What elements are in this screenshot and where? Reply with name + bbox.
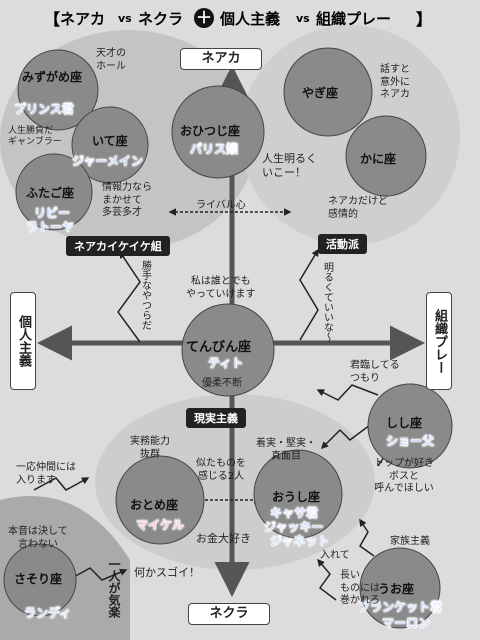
leo-circle (367, 383, 453, 469)
sagittarius-note: 人生勝負だ ギャンブラー (8, 126, 62, 148)
gemini-circle (15, 153, 93, 231)
title-vs-1: vs (118, 12, 132, 25)
libra-name: てんびん座 (186, 340, 252, 355)
capricorn-person: プリンス君 (14, 102, 74, 116)
relation-nanika: 何かスゴイ！ (134, 566, 200, 579)
virgo-name: おとめ座 (130, 498, 179, 512)
libra-person: ティト (208, 356, 244, 370)
group-banner-center: 現実主義 (186, 408, 246, 428)
scorpio-note: 本音は決して 言わない (8, 526, 68, 550)
axis-label-right: 組織プレー (426, 292, 452, 390)
scorpio-name: さそり座 (14, 572, 63, 586)
virgo-circle (115, 455, 205, 545)
axis-label-left: 個人主義 (10, 292, 36, 390)
aries-note: 人生明るく いこー！ (262, 152, 317, 179)
group-banner-top-right: 活動派 (318, 234, 367, 254)
libra-note-bottom: 優柔不断 (202, 378, 242, 389)
taurus2-circle (253, 449, 343, 539)
scorpio-person: ランディ (24, 606, 72, 620)
gemini-person-1: リビー (34, 206, 71, 220)
gemini-name: ふたご座 (26, 186, 75, 200)
title-bracket-left: 【 (44, 10, 61, 29)
leo-name: しし座 (386, 416, 423, 430)
libra-circle (181, 303, 275, 397)
title-bar: 【 ネアカ vs ネクラ ＋ 個人主義 vs 組織プレー 】 (44, 6, 444, 30)
relation-nagai: 長い ものには 巻かれろ (340, 570, 380, 606)
leo-note-bottom: トップが好き ボスと 呼んでほしい (374, 458, 434, 494)
relation-similar: 似たものを 感じる2人 (196, 458, 246, 482)
sagittarius-circle (71, 106, 149, 184)
axis-label-top: ネアカ (180, 48, 262, 70)
leo-to-libra-arrow (316, 384, 379, 401)
title-bracket-right: 】 (416, 10, 433, 29)
relation-akarui: 明るくていいな〜 (321, 262, 333, 342)
capricorn-note: 天才の ホール (96, 48, 126, 72)
gemini-person-2: ラトーヤ (26, 220, 75, 234)
taurus-circle (283, 47, 373, 137)
cancer-name: かに座 (360, 152, 397, 166)
title-vs-2: vs (296, 12, 310, 25)
gemini-note: 情報力なら まかせて 多芸多才 (102, 182, 152, 218)
sagittarius-name: いて座 (92, 134, 128, 148)
nanika-arrow (71, 567, 128, 581)
virgo-note: 実務能力 抜群 (130, 436, 170, 460)
title-plus-icon: ＋ (194, 8, 214, 28)
taurus2-person-2: ジャッキー (264, 520, 324, 534)
title-mid: ネクラ (138, 10, 184, 28)
group-banner-top-left: ネアカイケイケ組 (66, 236, 170, 256)
relation-ichiou: 一応仲間には 入ります (16, 462, 76, 486)
scorpio-circle (3, 543, 77, 617)
relation-selfish: 勝手なやつらだ (139, 260, 151, 330)
aries-circle (171, 85, 265, 179)
relation-okane: お金大好き (196, 532, 251, 545)
relation-rival: ライバル心 (196, 200, 246, 211)
virgo-person: マイケル (136, 518, 185, 532)
leo-person: ショー父 (386, 434, 435, 448)
taurus2-note: 着実・堅実・ 真面目 (256, 438, 316, 462)
taurus2-person-3: ジャネット (270, 534, 330, 548)
taurus-name: やぎ座 (302, 86, 339, 100)
title-left: ネアカ (60, 10, 106, 28)
pisces-name: うお座 (378, 582, 415, 596)
pisces-person-1: ブランケット君 (358, 600, 443, 614)
taurus2-person-1: キャサ君 (270, 506, 319, 520)
pisces-person-2: マーロン (382, 616, 431, 630)
nagai-arrow (317, 558, 337, 601)
leo-note-top: 君臨してる つもり (350, 360, 400, 384)
irete-arrow (359, 518, 375, 557)
ichiou-arrow (33, 477, 90, 491)
pisces-circle (359, 547, 441, 629)
pisces-note: 家族主義 (390, 536, 430, 547)
capricorn-circle (17, 49, 99, 131)
title-right-2: 組織プレー (316, 10, 392, 28)
leo-to-taurus-arrow (320, 424, 371, 450)
relation-irete: 入れて (320, 550, 350, 561)
aries-name: おひつじ座 (180, 124, 241, 138)
selfish-arrow (117, 250, 141, 343)
group-label-bottom-left: 一人が気楽 (107, 558, 121, 618)
axis-label-bottom: ネクラ (188, 603, 270, 625)
capricorn-name: みずがめ座 (22, 70, 83, 84)
libra-note-top: 私は誰とでも やっていけます (186, 276, 256, 300)
akarui-arrow (299, 248, 319, 341)
taurus-note: 話すと 意外に ネアカ (380, 64, 410, 100)
aries-person: パリス嬢 (190, 142, 239, 156)
sagittarius-person: ジャーメイン (72, 154, 143, 168)
taurus2-name: おうし座 (272, 490, 321, 504)
cancer-note: ネアカだけど 感情的 (328, 196, 388, 220)
title-right-1: 個人主義 (220, 10, 281, 28)
cancer-circle (345, 115, 427, 197)
